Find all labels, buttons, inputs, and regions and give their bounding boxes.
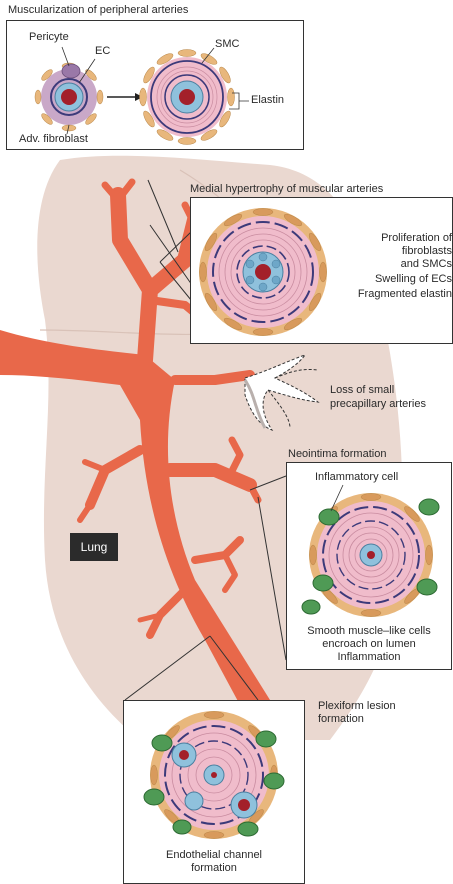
neointima-note-2: encroach on lumen [287,638,451,651]
medial-note-4: Swelling of ECs [375,273,452,286]
medial-note-5: Fragmented elastin [358,288,452,301]
ec-label: EC [95,45,110,58]
neointima-title: Neointima formation [288,448,386,461]
medial-hypertrophy-title: Medial hypertrophy of muscular arteries [190,183,383,196]
progression-arrow [107,93,143,101]
smc-label: SMC [215,38,239,51]
medial-note-2: fibroblasts [402,245,452,258]
plexiform-title-line-1: Plexiform lesion [318,700,396,713]
hypertrophied-artery-illustration [191,198,341,343]
neointima-note-1: Smooth muscle–like cells [287,625,451,638]
medial-note-1: Proliferation of [381,232,452,245]
medial-hypertrophy-panel: Proliferation of fibroblasts and SMCs Sw… [190,197,453,344]
muscularization-panel: Pericyte EC SMC Elastin Adv. fibroblast [6,20,304,150]
inflammatory-cell-label: Inflammatory cell [315,471,398,484]
loss-label-line-2: precapillary arteries [330,398,426,411]
plexiform-panel: Endothelial channel formation [123,700,305,884]
muscularized-artery-cross-section [140,50,235,145]
plexiform-caption-line-2: formation [124,862,304,875]
medial-note-3: and SMCs [401,258,452,271]
muscularization-title: Muscularization of peripheral arteries [8,4,188,17]
plexiform-title-line-2: formation [318,713,364,726]
neointima-panel: Inflammatory cell Smooth muscle–like cel… [286,462,452,670]
artery-branch-mid [175,375,250,380]
elastin-label: Elastin [251,94,284,107]
loss-label-line-1: Loss of small [330,384,394,397]
neointima-illustration [287,463,451,623]
neointima-note-3: Inflammation [287,651,451,664]
plexiform-caption-line-1: Endothelial channel [124,849,304,862]
plexiform-lesion-illustration [124,701,304,841]
fibroblast-label: Adv. fibroblast [19,133,88,146]
pericyte-label: Pericyte [29,31,69,44]
capillary-cross-section [35,63,103,131]
lung-label: Lung [70,541,118,554]
